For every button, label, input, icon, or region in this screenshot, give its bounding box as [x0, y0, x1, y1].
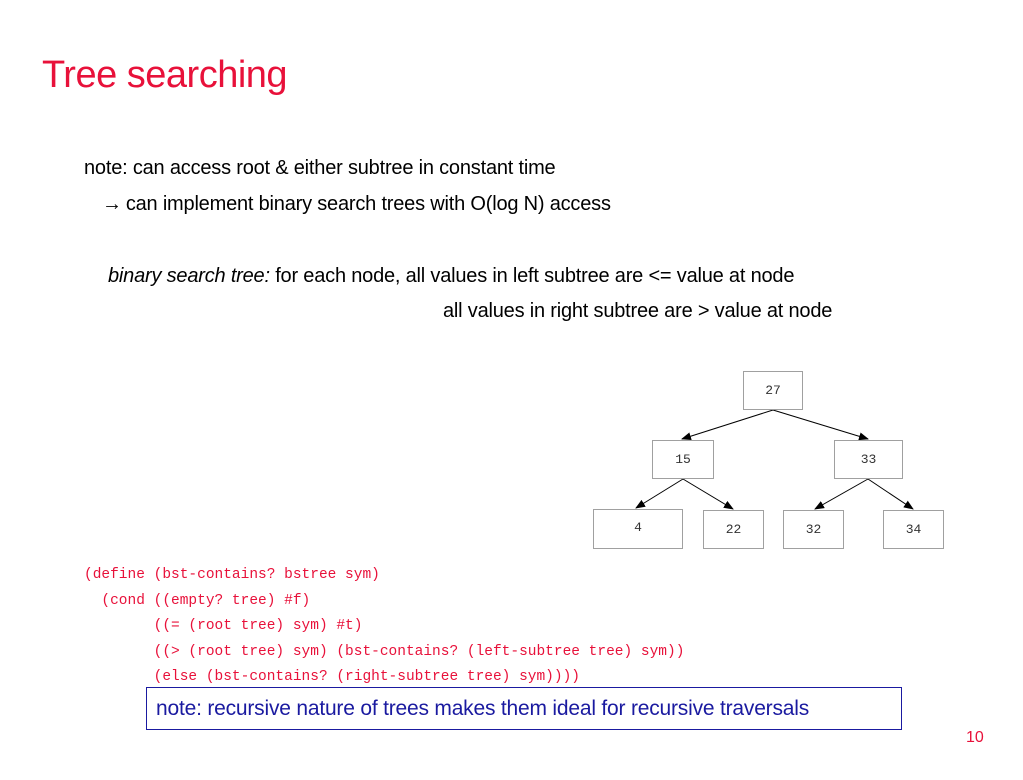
recursion-note-box: note: recursive nature of trees makes th…	[146, 687, 902, 730]
edge-15-22	[682, 478, 734, 510]
tree-node-left-left: 4	[593, 509, 683, 549]
note-line-2-row: →can implement binary search trees with …	[102, 193, 611, 216]
bst-def-1: for each node, all values in left subtre…	[269, 265, 795, 287]
bst-definition-line-2: all values in right subtree are > value …	[443, 300, 833, 322]
tree-node-right-right: 34	[883, 510, 944, 549]
slide-title: Tree searching	[42, 54, 288, 96]
tree-node-left-right: 22	[703, 510, 764, 549]
edge-27-33	[772, 409, 869, 441]
tree-node-right: 33	[834, 440, 903, 479]
tree-node-root: 27	[743, 371, 803, 410]
note-line-2: can implement binary search trees with O…	[125, 193, 611, 215]
edge-27-15	[681, 409, 774, 441]
edge-33-34	[867, 478, 914, 510]
tree-node-right-left: 32	[783, 510, 844, 549]
code-block: (define (bst-contains? bstree sym) (cond…	[84, 512, 684, 716]
note-line-1: note: can access root & either subtree i…	[84, 157, 556, 179]
edge-33-32	[814, 478, 869, 510]
code-line: (else (bst-contains? (right-subtree tree…	[84, 669, 580, 685]
arrow-right-icon: →	[102, 193, 122, 215]
edge-15-4	[635, 478, 684, 509]
tree-node-left: 15	[652, 440, 714, 479]
recursion-note-text: note: recursive nature of trees makes th…	[156, 696, 810, 720]
code-line: (define (bst-contains? bstree sym)	[84, 567, 380, 583]
code-line: (cond ((empty? tree) #f)	[84, 592, 311, 609]
code-line: ((= (root tree) sym) #t)	[84, 618, 363, 634]
code-line: ((> (root tree) sym) (bst-contains? (lef…	[84, 643, 685, 660]
bst-term: binary search tree:	[108, 265, 270, 287]
page-number: 10	[966, 729, 984, 746]
bst-definition-line-1: binary search tree: for each node, all v…	[108, 265, 794, 288]
